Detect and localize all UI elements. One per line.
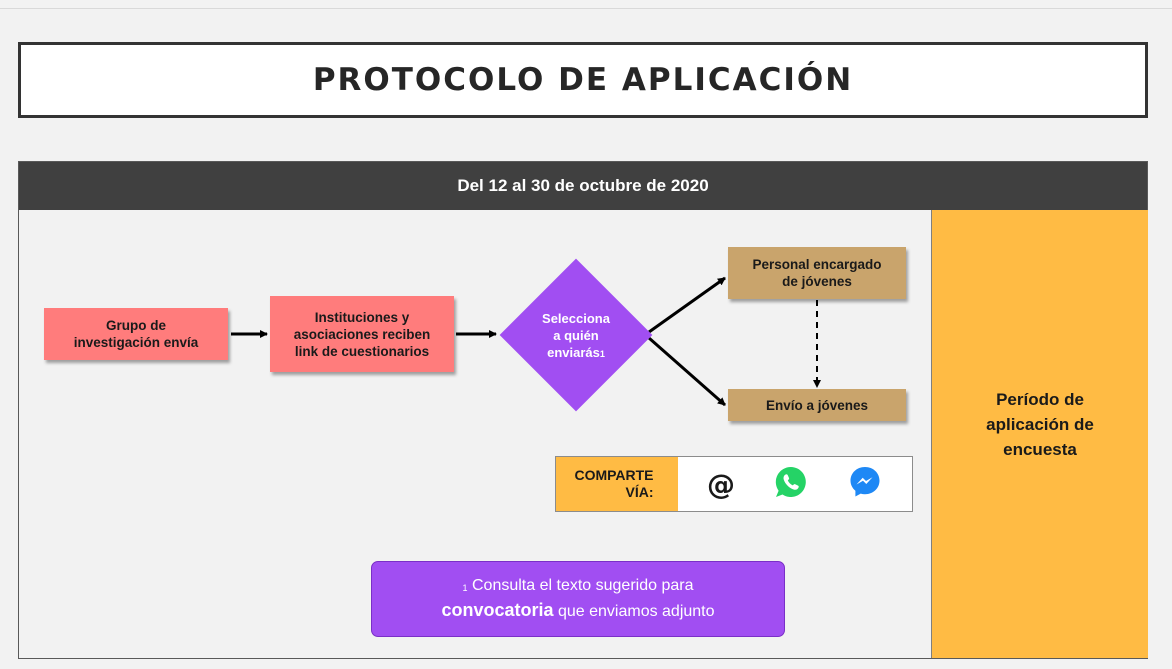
note-footnote-mark: 1 [462, 583, 468, 593]
decision-footnote-mark: 1 [599, 348, 605, 359]
step-institutions-label: Instituciones y asociaciones reciben lin… [293, 309, 431, 359]
note-line-1-text: Consulta el texto sugerido para [472, 577, 694, 594]
arrow-decision-to-staff [648, 276, 726, 334]
page-title: PROTOCOLO DE APLICACIÓN [312, 62, 854, 98]
share-icons: @ [678, 457, 912, 511]
arrow-decision-to-youth [648, 336, 726, 407]
period-panel: Período de aplicación de encuesta [931, 210, 1148, 658]
flow-arrows [231, 276, 821, 407]
at-icon[interactable]: @ [707, 467, 735, 501]
step-research-group-label: Grupo de investigación envía [73, 318, 199, 350]
share-label: COMPARTE VÍA: [556, 457, 678, 511]
whatsapp-icon[interactable] [773, 464, 809, 505]
option-youth-label: Envío a jóvenes [765, 397, 869, 413]
decision-label: Selecciona a quién enviarás1 [542, 310, 610, 361]
step-institutions: Instituciones y asociaciones reciben lin… [270, 296, 454, 372]
protocol-panel: Del 12 al 30 de octubre de 2020 Grupo de… [18, 161, 1148, 659]
note-line-1: 1 Consulta el texto sugerido para [463, 574, 694, 598]
note-line-2: convocatoria que enviamos adjunto [441, 598, 714, 624]
messenger-icon[interactable] [847, 464, 883, 505]
date-range: Del 12 al 30 de octubre de 2020 [457, 176, 709, 195]
step-research-group: Grupo de investigación envía [44, 308, 228, 360]
footnote-callout: 1 Consulta el texto sugerido para convoc… [371, 561, 785, 637]
date-header: Del 12 al 30 de octubre de 2020 [19, 162, 1147, 210]
title-box: PROTOCOLO DE APLICACIÓN [18, 42, 1148, 118]
share-via-box: COMPARTE VÍA: @ [555, 456, 913, 512]
decision-text: Selecciona a quién enviarás [542, 310, 610, 360]
option-youth: Envío a jóvenes [728, 389, 906, 421]
decision-diamond: Selecciona a quién enviarás1 [499, 258, 653, 412]
option-staff-label: Personal encargado de jóvenes [752, 257, 882, 289]
note-bold-word: convocatoria [441, 600, 554, 620]
period-label: Período de aplicación de encuesta [986, 389, 1094, 459]
top-divider [0, 8, 1172, 9]
note-line-2-text: que enviamos adjunto [557, 603, 715, 620]
option-staff: Personal encargado de jóvenes [728, 247, 906, 299]
